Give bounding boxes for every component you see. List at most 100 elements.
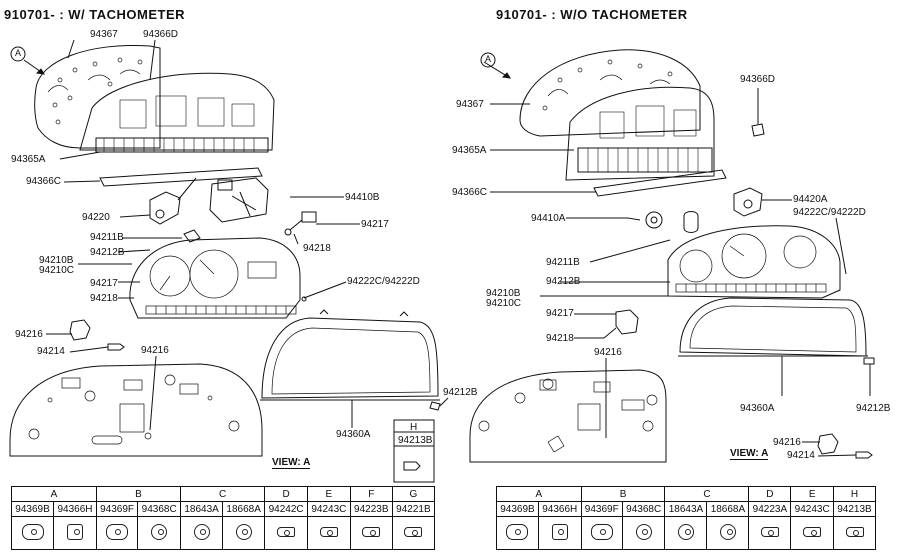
label-94222-left: 94222C/94222D — [347, 276, 420, 287]
label-94216-view-left: 94216 — [141, 345, 169, 356]
screw-icon — [760, 526, 779, 537]
table-h-letter-left: H — [410, 422, 418, 433]
header-left: 910701- : W/ TACHOMETER — [4, 7, 186, 22]
code-cell: 94369F — [580, 501, 623, 517]
label-94212b-lens-right: 94212B — [856, 403, 891, 414]
meter-case-left — [79, 72, 275, 151]
nut-icon — [193, 523, 210, 540]
lens-right — [679, 297, 867, 357]
label-94211b-right: 94211B — [546, 257, 580, 268]
label-94360a-right: 94360A — [740, 403, 775, 414]
group-c: C — [664, 486, 750, 502]
label-94216-view-right: 94216 — [594, 347, 622, 358]
group-a: A — [496, 486, 582, 502]
view-a-caption-left: VIEW: A — [272, 457, 311, 469]
label-94410b-left: 94410B — [345, 192, 380, 203]
label-94214-left: 94214 — [37, 346, 65, 357]
grommet-icon — [21, 523, 44, 540]
code-cell: 94366H — [53, 501, 97, 517]
view-a-arrow-right — [483, 61, 511, 79]
label-94217-lower-left: 94217 — [90, 278, 118, 289]
label-94367-right: 94367 — [456, 99, 484, 110]
header-right: 910701- : W/O TACHOMETER — [496, 7, 688, 22]
code-cell: 94221B — [391, 501, 436, 517]
view-a-caption-right: VIEW: A — [730, 448, 769, 460]
group-b: B — [580, 486, 666, 502]
label-94365a-left: 94365A — [11, 154, 46, 165]
label-94216-right: 94216 — [773, 437, 801, 448]
label-94410a-right: 94410A — [531, 213, 566, 224]
label-94420a-right: 94420A — [793, 194, 828, 205]
code-cell: 94369F — [95, 501, 139, 517]
group-b: B — [95, 486, 182, 502]
icon-row — [10, 516, 436, 550]
icon-row — [496, 516, 876, 550]
nut-icon — [235, 523, 252, 540]
label-94366d-right: 94366D — [740, 74, 776, 85]
fastener-table-left: A B C D E F G 94369B 94366H 94369F 94368… — [10, 486, 436, 550]
label-94210b-right: 94210B — [486, 288, 521, 299]
table-h-code-left: 94213B — [398, 435, 433, 446]
grommet-icon — [106, 523, 129, 540]
code-cell: 18668A — [706, 501, 750, 517]
group-e: E — [306, 486, 351, 502]
label-94218-lower-left: 94218 — [90, 293, 118, 304]
socket-94410a-right — [627, 211, 663, 229]
printed-circuit-right — [519, 49, 701, 137]
code-cell: 94369B — [496, 501, 539, 517]
clip-94216-right — [817, 433, 873, 459]
screw-icon — [319, 526, 338, 537]
harness-94410b-left — [209, 177, 269, 223]
code-cell: 94243C — [790, 501, 834, 517]
dial-plate-left — [129, 237, 301, 319]
label-94210c-left: 94210C — [39, 265, 75, 276]
group-g: G — [391, 486, 436, 502]
screw-icon — [404, 526, 423, 537]
clip-94216-left — [69, 319, 125, 351]
label-94218-right: 94218 — [546, 333, 574, 344]
fastener-table-right: A B C D E H 94369B 94366H 94369F 94368C … — [496, 486, 876, 550]
meter-case-right — [565, 86, 715, 181]
label-94365a-right: 94365A — [452, 145, 487, 156]
label-94212b-lens-left: 94212B — [443, 387, 478, 398]
view-a-arrow-left — [23, 59, 45, 75]
nut-icon — [635, 523, 652, 540]
dial-plate-right — [667, 225, 841, 299]
group-d: D — [264, 486, 308, 502]
code-cell: 18643A — [180, 501, 224, 517]
circuit-view-right — [469, 369, 667, 463]
label-94210b-left: 94210B — [39, 255, 74, 266]
screw-icon — [362, 526, 381, 537]
code-cell: 94242C — [264, 501, 308, 517]
group-h: H — [833, 486, 876, 502]
clip-icon — [551, 523, 568, 540]
connector-94366d-right — [751, 123, 765, 137]
group-a: A — [11, 486, 97, 502]
strip-left — [99, 167, 263, 187]
screw-icon — [845, 526, 864, 537]
bulb-left — [284, 211, 317, 236]
code-cell: 94213B — [833, 501, 876, 517]
nut-icon — [151, 523, 168, 540]
bulb-right — [603, 309, 639, 339]
nut-icon — [719, 523, 736, 540]
label-94212b-right: 94212B — [546, 276, 581, 287]
printed-circuit-left — [34, 44, 161, 149]
label-94360a-left: 94360A — [336, 429, 371, 440]
code-cell: 94368C — [137, 501, 182, 517]
socket-94220-left — [149, 177, 197, 225]
code-cell: 94223A — [748, 501, 792, 517]
label-94210c-right: 94210C — [486, 298, 522, 309]
code-cell: 18643A — [664, 501, 708, 517]
group-row: A B C D E H — [496, 486, 876, 502]
code-cell: 94369B — [10, 501, 55, 517]
grommet-icon — [506, 523, 529, 540]
nut-icon — [677, 523, 694, 540]
code-cell: 94368C — [621, 501, 666, 517]
group-e: E — [790, 486, 834, 502]
label-94212b-left: 94212B — [90, 247, 125, 258]
group-row: A B C D E F G — [11, 486, 436, 502]
label-94217-right: 94217 — [546, 308, 574, 319]
